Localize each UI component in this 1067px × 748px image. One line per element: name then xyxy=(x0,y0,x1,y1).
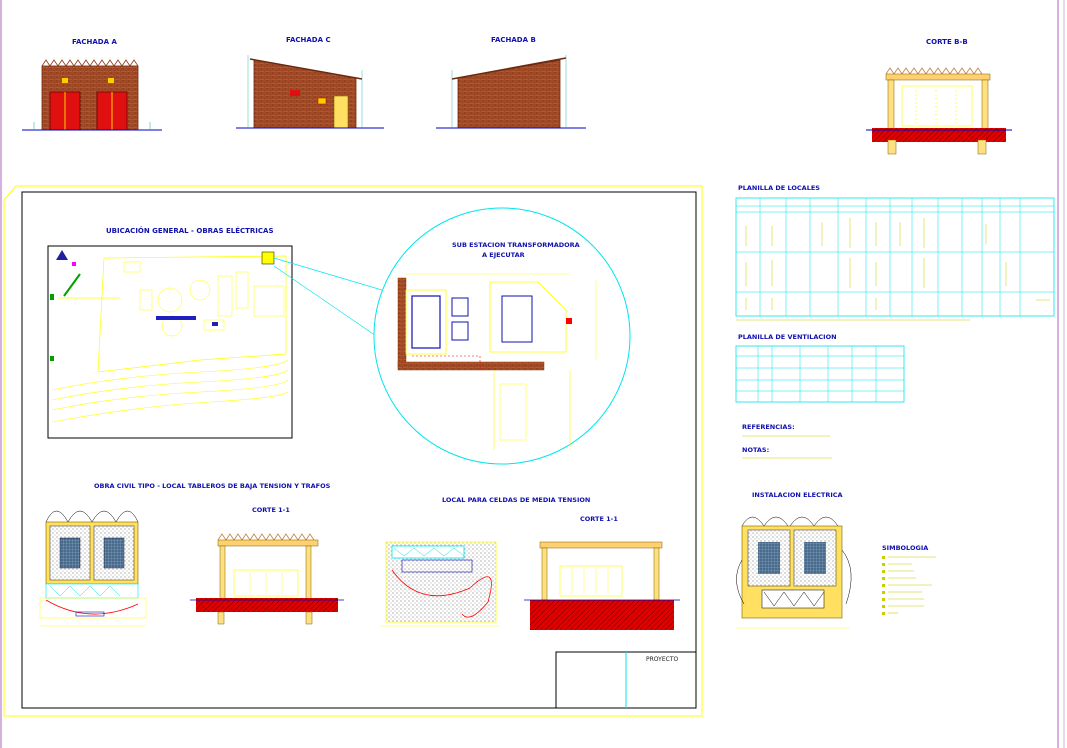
ventilacion-table-title: PLANILLA DE VENTILACION xyxy=(738,333,837,341)
corte-bb-drawing xyxy=(866,67,1012,155)
corte-right-drawing xyxy=(524,541,680,630)
substation-detail xyxy=(373,207,631,465)
corte-left-title: CORTE 1-1 xyxy=(252,506,290,514)
fachada-b-drawing xyxy=(436,55,586,129)
simbologia-title: SIMBOLOGIA xyxy=(882,544,929,552)
substation-title-line2: A EJECUTAR xyxy=(482,251,525,259)
location-title: UBICACIÓN GENERAL - OBRAS ELÉCTRICAS xyxy=(106,227,274,235)
fachada-b-title: FACHADA B xyxy=(491,36,536,44)
fachada-a-title: FACHADA A xyxy=(72,38,117,46)
notes-lines xyxy=(742,435,832,459)
location-map xyxy=(47,245,383,439)
project-label: PROYECTO xyxy=(646,656,679,663)
civil-work-plan xyxy=(39,510,147,627)
medium-voltage-plan xyxy=(380,541,500,627)
ventilacion-table xyxy=(735,345,905,403)
substation-title-line1: SUB ESTACION TRANSFORMADORA xyxy=(452,241,580,249)
civil-work-title: OBRA CIVIL TIPO - LOCAL TABLEROS DE BAJA… xyxy=(94,482,331,490)
locales-table xyxy=(735,197,1055,321)
electrical-plan xyxy=(736,516,852,629)
title-block xyxy=(555,651,697,709)
locales-table-title: PLANILLA DE LOCALES xyxy=(738,184,820,192)
main-sheet-frame xyxy=(3,185,703,717)
corte-right-title: CORTE 1-1 xyxy=(580,515,618,523)
fachada-a-drawing xyxy=(22,59,162,131)
referencias-label: REFERENCIAS: xyxy=(742,423,795,431)
corte-left-drawing xyxy=(190,533,344,625)
medium-voltage-title: LOCAL PARA CELDAS DE MEDIA TENSION xyxy=(442,496,591,504)
simbologia-legend xyxy=(882,556,936,615)
fachada-c-drawing xyxy=(236,55,384,129)
electrical-title: INSTALACION ELECTRICA xyxy=(752,491,843,499)
corte-bb-title: CORTE B-B xyxy=(926,38,968,46)
fachada-c-title: FACHADA C xyxy=(286,36,331,44)
notas-label: NOTAS: xyxy=(742,446,770,454)
